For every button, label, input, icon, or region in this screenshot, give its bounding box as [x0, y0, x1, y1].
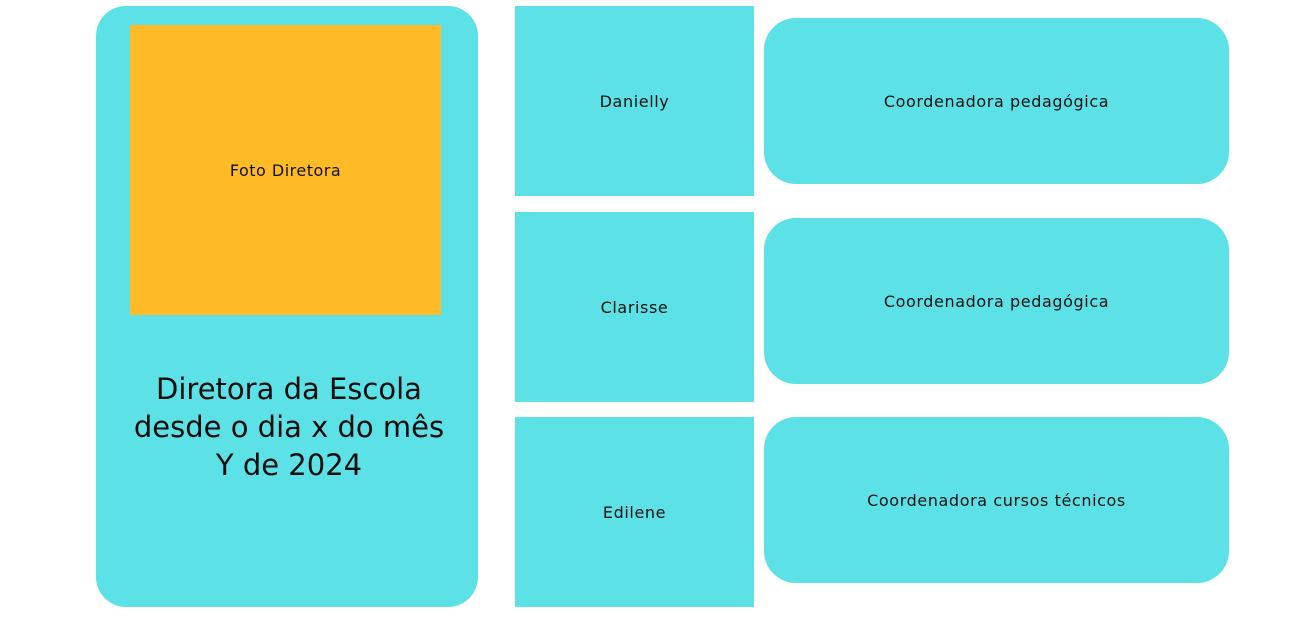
staff-name: Danielly [599, 91, 670, 111]
director-photo-label: Foto Diretora [229, 160, 342, 180]
staff-role-box-edilene: Coordenadora cursos técnicos [764, 417, 1229, 583]
staff-name-box-clarisse: Clarisse [515, 212, 754, 402]
staff-role-box-clarisse: Coordenadora pedagógica [764, 218, 1229, 384]
staff-role-box-danielly: Coordenadora pedagógica [764, 18, 1229, 184]
staff-name-box-danielly: Danielly [515, 6, 754, 196]
staff-role: Coordenadora cursos técnicos [867, 490, 1126, 510]
staff-name: Edilene [602, 502, 667, 522]
staff-role: Coordenadora pedagógica [883, 91, 1110, 111]
staff-name-box-edilene: Edilene [515, 417, 754, 607]
director-description: Diretora da Escola desde o dia x do mês … [133, 372, 445, 482]
staff-name: Clarisse [600, 297, 669, 317]
director-photo-placeholder: Foto Diretora [130, 25, 441, 315]
staff-role: Coordenadora pedagógica [883, 291, 1110, 311]
